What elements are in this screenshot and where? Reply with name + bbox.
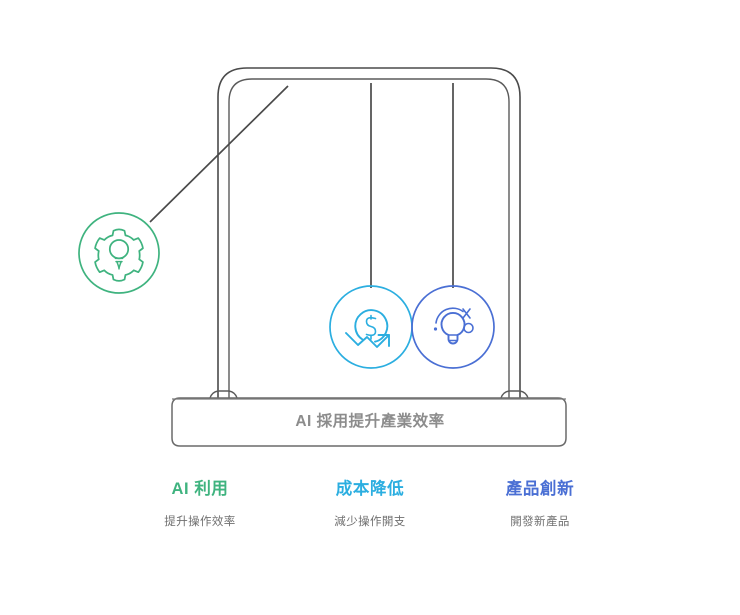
legend-title-ai-utilization: AI 利用 <box>171 480 229 498</box>
frame-inner-arch <box>228 78 510 399</box>
frame-right-foot <box>500 390 529 399</box>
cradle-frame <box>209 67 529 399</box>
efficiency-bubble-ring <box>78 212 160 294</box>
gear-lightbulb-icon <box>94 228 144 282</box>
legend-subtitle-cost-reduction: 減少操作開支 <box>334 516 406 528</box>
legend: AI 利用 提升操作效率 成本降低 減少操作開支 產品創新 開發新產品 <box>120 478 620 530</box>
legend-item-cost-reduction[interactable]: 成本降低 減少操作開支 <box>290 478 450 530</box>
frame-left-foot <box>209 390 238 399</box>
string-efficiency <box>149 85 289 223</box>
legend-title-product-innovation: 產品創新 <box>505 480 575 498</box>
pendulum-efficiency[interactable] <box>78 212 160 294</box>
pendulum-product-innovation[interactable] <box>411 285 495 369</box>
lightbulb-idea-icon <box>433 307 474 345</box>
legend-item-ai-utilization[interactable]: AI 利用 提升操作效率 <box>120 478 280 530</box>
legend-title-cost-reduction: 成本降低 <box>335 480 405 498</box>
base-slab <box>171 397 567 447</box>
legend-subtitle-ai-utilization: 提升操作效率 <box>164 516 236 528</box>
legend-item-product-innovation[interactable]: 產品創新 開發新產品 <box>460 478 620 530</box>
pendulum-strings <box>149 83 454 288</box>
frame-outer-arch <box>217 67 521 399</box>
pendulum-cost-reduction[interactable] <box>329 285 413 369</box>
cradle-base <box>171 397 567 447</box>
product-innovation-bubble-ring <box>411 285 495 369</box>
base-label: AI 採用提升產業效率 <box>295 413 445 430</box>
legend-subtitle-product-innovation: 開發新產品 <box>510 516 570 528</box>
dollar-down-arrow-icon <box>345 309 390 348</box>
